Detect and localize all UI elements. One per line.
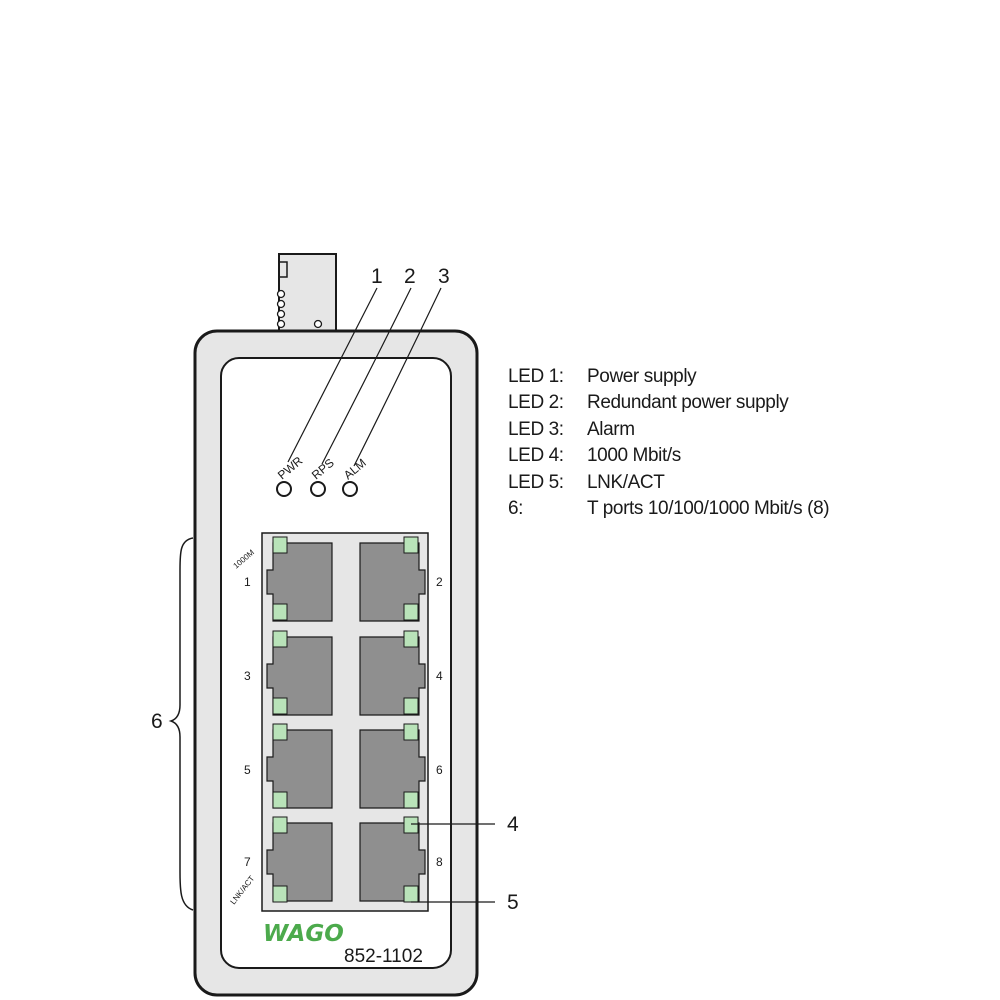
port-8: [359, 816, 426, 903]
legend-text: Alarm: [587, 418, 635, 440]
led-1000m-port-1: [272, 536, 288, 554]
led-alm: [342, 481, 358, 497]
legend-key: 6:: [508, 498, 524, 520]
port-number-5: 5: [244, 763, 251, 777]
legend-text: 1000 Mbit/s: [587, 445, 681, 467]
led-1000m-port-8: [403, 816, 419, 834]
port-number-3: 3: [244, 669, 251, 683]
callout-6: 6: [151, 710, 163, 733]
legend-row-led4: LED 4: 1000 Mbit/s: [508, 443, 829, 469]
legend: LED 1: Power supply LED 2: Redundant pow…: [508, 364, 830, 522]
port-3: [266, 630, 333, 716]
led-1000m-port-2: [403, 536, 419, 554]
legend-row-led2: LED 2: Redundant power supply: [508, 390, 829, 416]
legend-text: Redundant power supply: [587, 392, 789, 414]
port-6: [359, 723, 426, 809]
led-lnk-port-4: [403, 697, 419, 715]
legend-row-led5: LED 5: LNK/ACT: [508, 470, 829, 496]
led-lnk-port-3: [272, 697, 288, 715]
led-1000m-port-6: [403, 723, 419, 741]
callout-1: 1: [371, 265, 383, 288]
legend-key: LED 4:: [508, 445, 564, 467]
legend-text: Power supply: [587, 366, 697, 387]
din-rail-clip: [276, 253, 337, 331]
legend-row-led3: LED 3: Alarm: [508, 417, 829, 443]
led-1000m-port-3: [272, 630, 288, 648]
legend-text: LNK/ACT: [587, 471, 665, 493]
port-number-8: 8: [436, 855, 443, 869]
callout-2: 2: [404, 265, 416, 288]
port-7: [266, 816, 333, 903]
legend-key: LED 1:: [508, 366, 564, 387]
callout-5: 5: [507, 891, 519, 914]
legend-row-led1: LED 1: Power supply: [508, 364, 829, 390]
port-number-7: 7: [244, 855, 251, 869]
led-lnk-port-2: [403, 603, 419, 621]
legend-key: LED 2:: [508, 392, 564, 414]
led-rps: [310, 481, 326, 497]
led-lnk-port-8: [403, 885, 419, 903]
port-2: [359, 536, 426, 622]
leader-lines-top: [287, 287, 442, 467]
callout-4: 4: [507, 813, 519, 836]
callout-3: 3: [438, 265, 450, 288]
legend-row-ports: 6: T ports 10/100/1000 Mbit/s (8): [508, 496, 830, 522]
led-lnk-port-5: [272, 791, 288, 809]
port-number-6: 6: [436, 763, 443, 777]
model-number: 852-1102: [344, 946, 423, 967]
legend-text: T ports 10/100/1000 Mbit/s (8): [587, 498, 830, 520]
led-1000m-port-7: [272, 816, 288, 834]
port-4: [359, 630, 426, 716]
led-pwr: [276, 481, 292, 497]
legend-key: LED 3:: [508, 418, 564, 440]
legend-key: LED 5:: [508, 471, 564, 493]
wago-logo: WAGO: [263, 921, 344, 947]
led-1000m-port-5: [272, 723, 288, 741]
port-5: [266, 723, 333, 809]
brace-6: [168, 537, 194, 911]
port-1: [266, 536, 333, 622]
port-number-2: 2: [436, 575, 443, 589]
led-lnk-port-6: [403, 791, 419, 809]
led-lnk-port-1: [272, 603, 288, 621]
led-lnk-port-7: [272, 885, 288, 903]
port-number-1: 1: [244, 575, 251, 589]
led-1000m-port-4: [403, 630, 419, 648]
port-number-4: 4: [436, 669, 443, 683]
